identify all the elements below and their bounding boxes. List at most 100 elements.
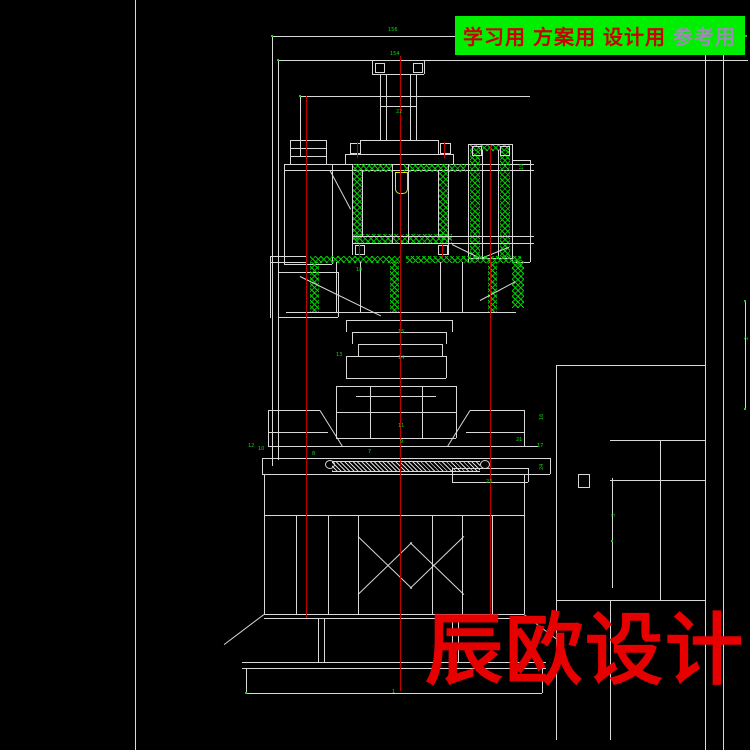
ram-body-left2 [386,74,387,140]
spindle-flange-rib [336,412,456,413]
title-block-col [660,440,661,600]
right-column-inner2 [498,150,499,258]
left-guide-body-r [332,164,333,264]
watermark-text: 辰欧设计 [425,605,746,696]
ram-cap-bottom [372,74,424,75]
base-col-2 [328,515,329,614]
left-guide-foot-l [278,272,279,317]
dim-line-top-2 [278,60,748,61]
dim-v-right-2 [612,478,613,588]
dim-v-node-t [744,300,746,302]
spindle-step-4t [346,356,446,357]
dimension-label: 2 [744,336,750,340]
right-column-outer [468,144,469,262]
spindle-step-4l [346,356,347,378]
spindle-step-1l [346,320,347,332]
dimension-label: 154 [390,51,400,57]
section-hatch-mid-right2 [488,262,497,312]
ram-flange-skirt-l [345,154,346,164]
dimension-label: 15 [398,329,405,335]
bed-plate-l [262,458,263,474]
base-diamond-sw [357,536,413,589]
mid-seat-bolt-r [438,245,448,255]
dim-node-d [745,35,747,37]
base-skirt-left [223,614,265,645]
base-right-wall [524,474,525,614]
ram-bolt-right [413,63,423,73]
dimension-label: 16 [539,413,545,420]
bed-plate-top [268,446,538,447]
ram-flange-top [360,140,438,141]
mid-post-1 [336,262,337,312]
banner-item-proposal: 方案用 [533,25,596,49]
left-guide-foot-bot [278,317,338,318]
spindle-flange-top2 [356,396,436,397]
section-hatch-mid-left [310,262,319,312]
section-hatch-mid-band [310,256,400,263]
ram-bolt-left [375,63,385,73]
mid-post-3 [440,262,441,312]
dimension-label: 8 [312,451,316,457]
ram-cap-top [372,60,424,61]
mid-body-top [270,256,306,257]
title-block-top [556,365,705,366]
centerline-seat-bolt-r [442,244,443,258]
dim-node-c [299,95,301,97]
base-skirt-rib2 [324,618,325,662]
corbel-left-slope [319,410,343,447]
right-column-bolt [472,146,482,156]
left-guide-foot-top [278,272,338,273]
base-skirt-rib3 [452,618,453,662]
spindle-step-1r [452,320,453,332]
valve-stem-left [392,164,393,244]
gasket-pin-left [325,460,335,469]
centerline-ram-bolt-l [357,142,358,158]
mid-seat-l [352,243,353,255]
dim-v-node-b [744,408,746,410]
dim-v-node2 [611,540,613,542]
dimension-label: 22 [396,109,403,115]
housing-left-wall [352,164,353,244]
dimension-label: 19 [519,163,525,170]
spindle-step-2r [446,332,447,344]
dimension-label: 3 [611,513,617,517]
corbel-right-rib2r [528,468,529,482]
spindle-flange-r [456,386,457,438]
dimension-label: 156 [388,27,398,33]
corbel-left-l [268,410,269,446]
detail-box-r [530,160,531,262]
gasket-band-top [332,461,480,462]
base-left-wall [264,474,265,614]
corbel-right-rib2l [452,468,453,482]
dimension-label: 13 [336,352,343,358]
mid-seat-bolt-l [355,245,365,255]
watermark-banner: 学习用 方案用 设计用 参考用 [455,16,745,55]
spindle-step-2l [352,332,353,344]
mid-post-2 [360,262,361,312]
title-block-divider [610,600,611,740]
base-skirt-shelf [264,618,524,619]
sheet-border-right-inner [705,55,706,750]
ram-flange-right [438,140,439,154]
ram-flange-bolt-left [350,143,361,154]
base-skirt-rib1 [318,618,319,662]
left-guide-top [290,140,326,141]
spindle-step-2t [352,332,446,333]
detail-box-t [512,160,530,161]
dimension-label: 7 [368,449,372,455]
spindle-flange-ribv2 [422,386,423,438]
dim-node-b [277,59,279,61]
foundation-l [246,668,247,693]
dimension-label: 18 [356,267,363,273]
centerline-seat-bolt-l [359,244,360,258]
ram-cap-left [372,60,373,74]
banner-item-study: 学习用 [463,25,526,49]
corbel-left-top [268,410,320,411]
title-block-mid [556,600,705,601]
ram-flange-bottom [345,154,453,155]
spindle-step-4b [346,378,446,379]
spindle-step-4r [446,356,447,378]
base-diamond-ne [409,542,465,595]
dimension-label: 14 [398,355,405,361]
spindle-flange-t [336,386,456,387]
